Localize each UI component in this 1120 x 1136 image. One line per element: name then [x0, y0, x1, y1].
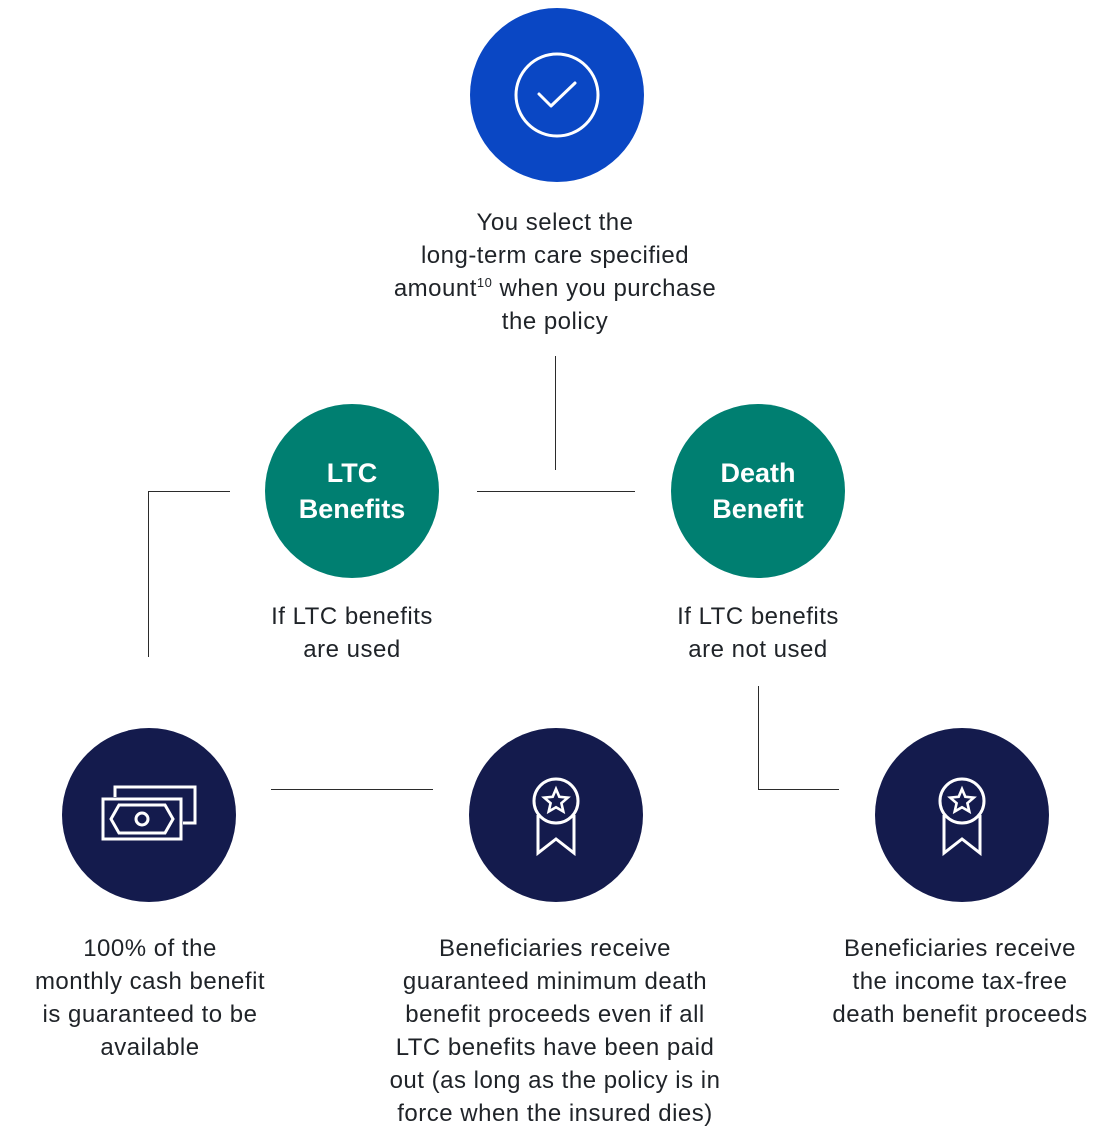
- ltc-caption-line-1: If LTC benefits: [271, 603, 433, 630]
- death-benefit-circle: Death Benefit: [671, 404, 845, 578]
- death-caption: If LTC benefits are not used: [628, 600, 888, 666]
- selection-line-1: You select the: [476, 209, 634, 236]
- award-ribbon-icon: [930, 773, 994, 857]
- taxfree-line-1: Beneficiaries receive: [844, 935, 1076, 962]
- footnote-marker: 10: [476, 275, 493, 290]
- connector-left-vertical: [148, 491, 149, 657]
- cash-line-2: monthly cash benefit: [34, 968, 266, 995]
- cash-icon: [97, 783, 201, 847]
- death-title-line-1: Death: [720, 458, 796, 488]
- selection-line-3: amount10 when you purchase: [330, 272, 780, 305]
- ltc-benefits-title: LTC Benefits: [277, 455, 427, 527]
- award-ribbon-icon: [524, 773, 588, 857]
- amount-word: amount: [393, 275, 477, 302]
- cash-line-1: 100% of the: [83, 935, 217, 962]
- minimum-death-benefit-circle: [469, 728, 643, 902]
- selection-circle: [470, 8, 644, 182]
- selection-line-4: the policy: [501, 308, 609, 335]
- cash-line-3: is guaranteed to be: [42, 1001, 258, 1028]
- selection-line-2: long-term care specified: [420, 242, 690, 269]
- minimum-line-4: LTC benefits have been paid: [395, 1034, 715, 1061]
- cash-line-4: available: [100, 1034, 200, 1061]
- ltc-title-line-2: Benefits: [298, 494, 406, 524]
- death-caption-line-2: are not used: [688, 636, 828, 663]
- minimum-line-3: benefit proceeds even if all: [405, 1001, 705, 1028]
- ltc-caption-line-2: are used: [303, 636, 401, 663]
- ltc-title-line-1: LTC: [326, 458, 378, 488]
- death-caption-line-1: If LTC benefits: [677, 603, 839, 630]
- cash-benefit-description: 100% of the monthly cash benefit is guar…: [0, 932, 300, 1064]
- cash-benefit-circle: [62, 728, 236, 902]
- taxfree-line-3: death benefit proceeds: [832, 1001, 1088, 1028]
- death-title-line-2: Benefit: [712, 494, 804, 524]
- checkmark-icon: [512, 50, 602, 140]
- minimum-line-5: out (as long as the policy is in: [389, 1067, 721, 1094]
- selection-description: You select the long-term care specified …: [330, 206, 780, 338]
- connector-top-vertical: [555, 356, 556, 470]
- minimum-line-1: Beneficiaries receive: [439, 935, 671, 962]
- minimum-death-benefit-description: Beneficiaries receive guaranteed minimum…: [340, 932, 770, 1130]
- connector-cash-minimum: [271, 789, 433, 790]
- tax-free-death-benefit-circle: [875, 728, 1049, 902]
- tax-free-death-benefit-description: Beneficiaries receive the income tax-fre…: [800, 932, 1120, 1031]
- connector-death-vertical: [758, 686, 759, 789]
- selection-line-3-rest: when you purchase: [499, 275, 717, 302]
- ltc-caption: If LTC benefits are used: [222, 600, 482, 666]
- death-benefit-title: Death Benefit: [683, 455, 833, 527]
- minimum-line-6: force when the insured dies): [397, 1100, 713, 1127]
- connector-ltc-left: [148, 491, 230, 492]
- taxfree-line-2: the income tax-free: [852, 968, 1068, 995]
- minimum-line-2: guaranteed minimum death: [402, 968, 708, 995]
- ltc-benefits-circle: LTC Benefits: [265, 404, 439, 578]
- connector-ltc-death: [477, 491, 635, 492]
- connector-death-taxfree: [758, 789, 839, 790]
